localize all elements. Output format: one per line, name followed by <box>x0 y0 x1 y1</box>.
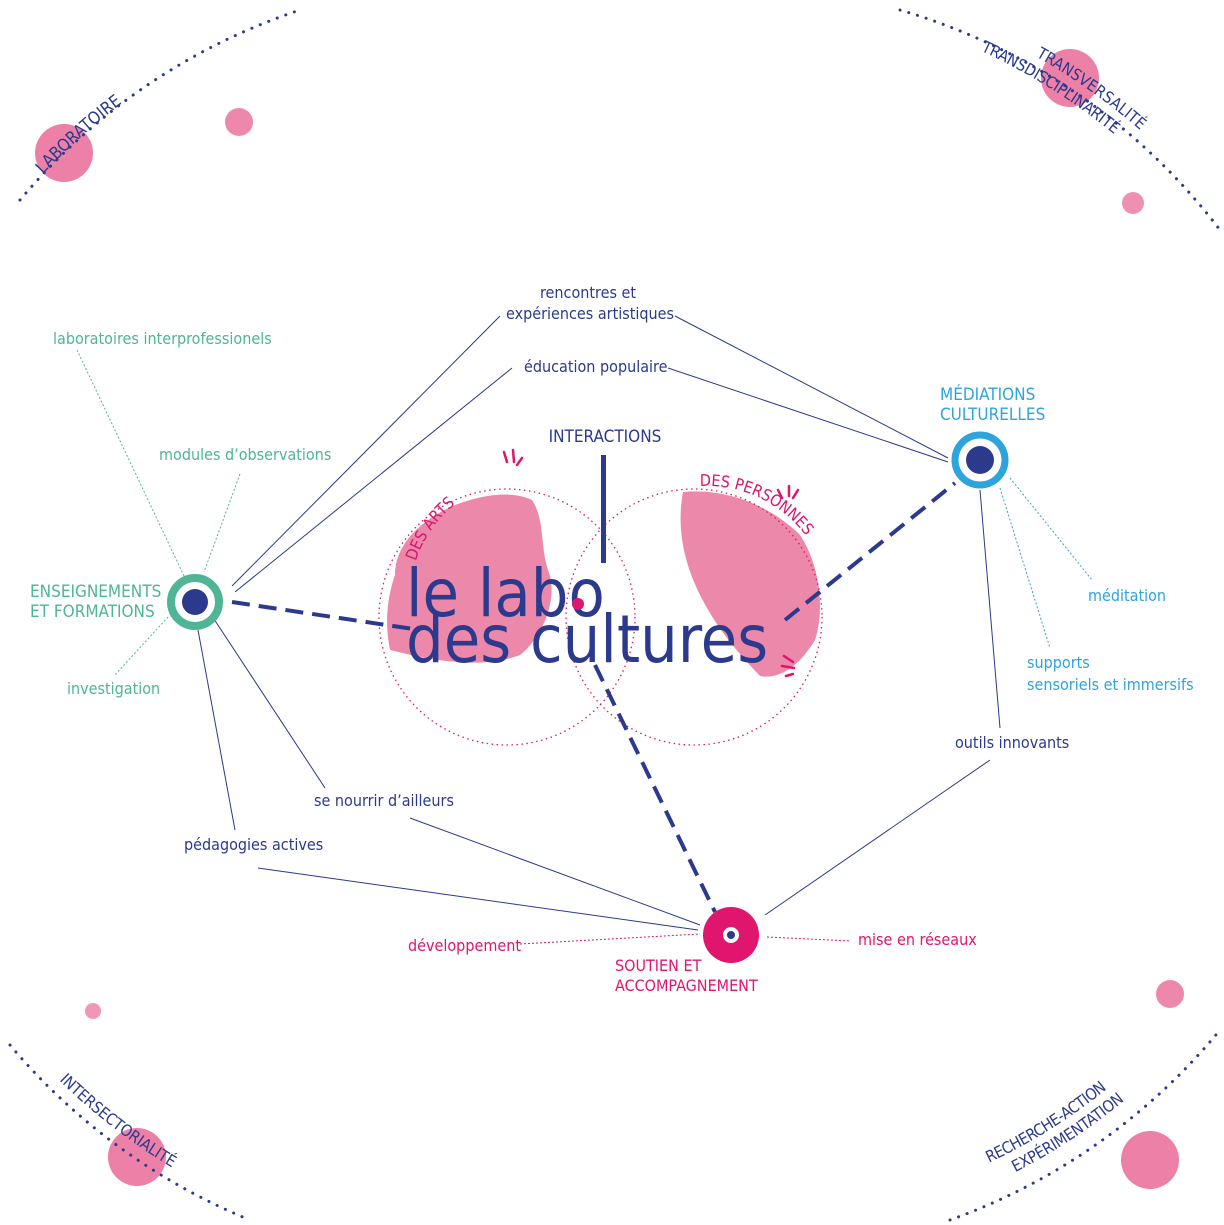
pedagogies-label: pédagogies actives <box>184 835 323 854</box>
teal-leaders <box>76 349 241 676</box>
cyan-leaders <box>999 477 1093 649</box>
dashed-links <box>231 481 957 913</box>
reseaux-label: mise en réseaux <box>858 930 977 949</box>
soutien-label-line2: ACCOMPAGNEMENT <box>615 976 758 995</box>
title-dot <box>572 598 584 610</box>
pink-dot <box>225 108 253 136</box>
pink-dot <box>1121 1131 1179 1189</box>
circle-personnes <box>565 488 823 746</box>
corner-decor <box>35 49 1184 1189</box>
circle-arts <box>378 488 636 746</box>
soutien-label-line1: SOUTIEN ET <box>615 956 702 975</box>
rencontres-label-line2: expériences artistiques <box>506 304 674 323</box>
interactions-label: INTERACTIONS <box>549 427 662 447</box>
dash-enseignements-center <box>231 600 421 632</box>
supports-label-line2: sensoriels et immersifs <box>1027 675 1194 694</box>
title-line2: des cultures <box>406 601 768 678</box>
pink-blob-arts <box>387 494 552 663</box>
spark-marks <box>502 448 800 678</box>
labs-interpro-label: laboratoires interprofessionels <box>53 329 272 348</box>
pink-dot <box>1122 192 1144 214</box>
outils-label: outils innovants <box>955 733 1069 752</box>
pink-dot <box>85 1003 101 1019</box>
dash-center-soutien <box>593 664 717 913</box>
node-enseignements[interactable] <box>167 574 223 630</box>
node-soutien[interactable] <box>703 907 759 963</box>
education-label: éducation populaire <box>524 357 668 376</box>
pink-blob-personnes <box>680 491 820 677</box>
title-line1: le labo <box>406 555 605 632</box>
se-nourrir-label: se nourrir d’ailleurs <box>314 791 454 810</box>
enseignements-label-line2: ET FORMATIONS <box>30 602 155 622</box>
node-mediations[interactable] <box>951 431 1009 489</box>
dotted-arc <box>898 8 1222 232</box>
investigation-label: investigation <box>67 679 160 698</box>
pink-dot <box>1041 49 1099 107</box>
supports-label-line1: supports <box>1027 653 1090 672</box>
dash-center-mediations <box>783 481 957 622</box>
developpement-label: développement <box>408 936 521 955</box>
venn-circles <box>378 488 823 746</box>
meditation-label: méditation <box>1088 586 1166 605</box>
rencontres-label-line1: rencontres et <box>540 283 636 302</box>
enseignements-label-line1: ENSEIGNEMENTS <box>30 582 161 602</box>
thin-links <box>197 315 1001 931</box>
mediations-label-line1: MÉDIATIONS <box>940 383 1035 405</box>
pink-dot <box>108 1128 166 1186</box>
interactions-bar <box>601 455 606 563</box>
modules-label: modules d’observations <box>159 445 331 464</box>
magenta-leaders <box>519 933 852 945</box>
pink-dot <box>1156 980 1184 1008</box>
mediations-label-line2: CULTURELLES <box>940 405 1045 425</box>
